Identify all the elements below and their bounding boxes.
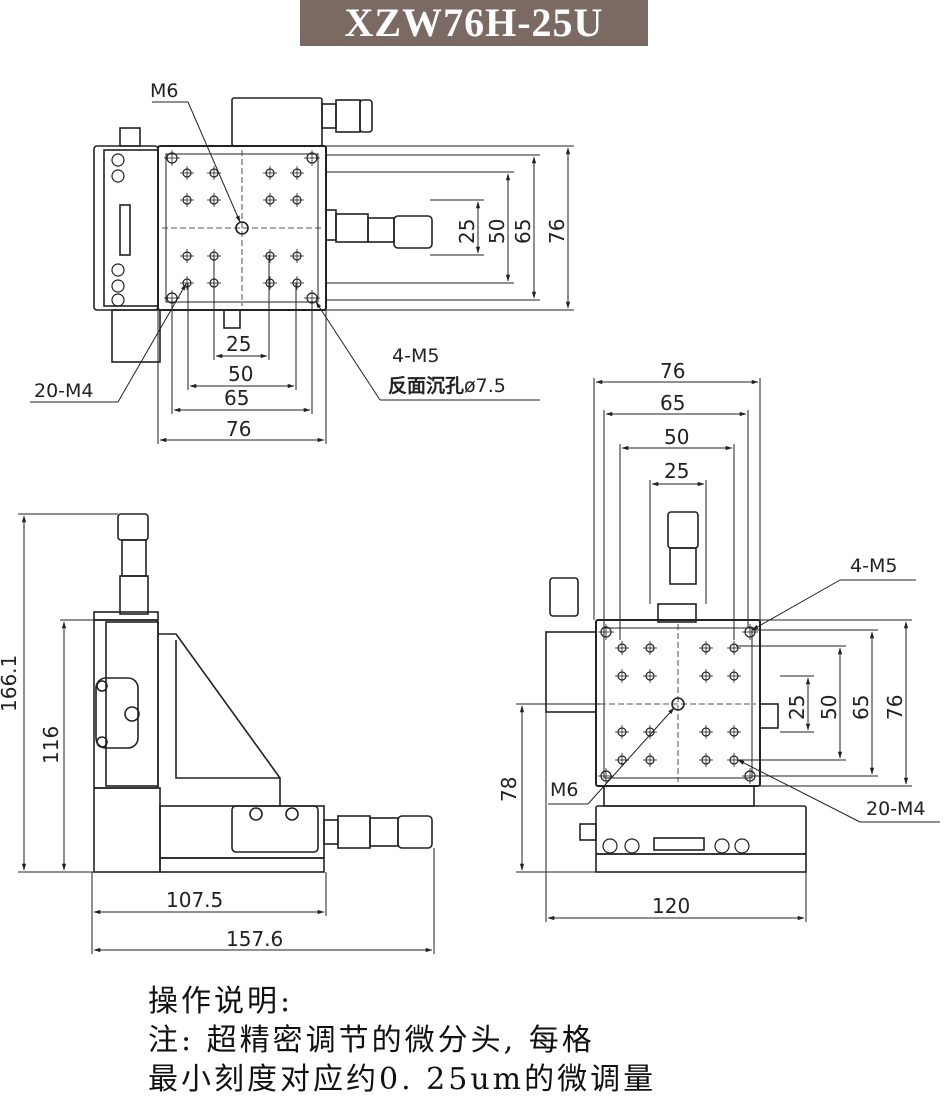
side-v-thimble xyxy=(117,513,149,541)
side-upper-inner xyxy=(105,621,159,787)
front-dim-h-50: 50 xyxy=(664,425,689,449)
front-dim-v-25: 25 xyxy=(785,695,809,720)
top-dim-h-76: 76 xyxy=(226,417,251,441)
front-base-knob xyxy=(579,823,597,841)
front-view xyxy=(516,378,940,922)
front-right-knob xyxy=(759,703,779,729)
side-upper-stage xyxy=(93,619,159,789)
side-h-thimble xyxy=(397,815,433,849)
front-base-slot xyxy=(653,837,705,851)
top-dim-h-65: 65 xyxy=(224,386,249,410)
front-dim-v-65: 65 xyxy=(849,695,873,720)
top-lower-arm xyxy=(111,309,161,363)
top-mic-thimble xyxy=(359,99,373,133)
side-h-barrel xyxy=(369,817,399,847)
notes-line-1: 注: 超精密调节的微分头, 每格 xyxy=(148,1023,595,1058)
side-dim-166: 166.1 xyxy=(0,655,21,712)
front-left-mic xyxy=(549,577,579,617)
top-r-mount xyxy=(325,209,337,241)
top-r-barrel xyxy=(367,217,395,243)
side-lower-stage xyxy=(159,805,325,859)
notes-line-2: 最小刻度对应约0. 25um的微调量 xyxy=(148,1062,657,1097)
operation-notes: 操作说明: 注: 超精密调节的微分头, 每格 最小刻度对应约0. 25um的微调… xyxy=(148,982,656,1099)
top-dim-v-76: 76 xyxy=(545,219,569,244)
side-base xyxy=(159,857,325,873)
top-r-thimble xyxy=(393,215,433,249)
side-lower-left xyxy=(93,787,161,873)
front-left-block xyxy=(545,631,597,713)
top-slot xyxy=(119,204,131,256)
top-dim-h-50: 50 xyxy=(228,362,253,386)
front-base xyxy=(595,853,807,873)
front-dim-h-25: 25 xyxy=(664,459,689,483)
front-dim-h-76: 76 xyxy=(660,359,685,383)
top-housing xyxy=(231,97,323,147)
top-bottom-knob xyxy=(223,309,241,329)
side-dim-116: 116 xyxy=(39,726,63,764)
side-block xyxy=(231,805,319,853)
front-dim-120: 120 xyxy=(652,894,690,918)
side-dim-157: 157.6 xyxy=(226,927,283,951)
front-thimble xyxy=(667,511,699,549)
side-slot-plate xyxy=(95,677,139,749)
top-r-sleeve xyxy=(335,213,369,243)
top-dim-h-25: 25 xyxy=(226,332,251,356)
front-base-block xyxy=(595,805,807,855)
top-label-m6: M6 xyxy=(150,80,178,102)
side-bracket xyxy=(158,633,281,806)
front-dim-v-76: 76 xyxy=(883,695,907,720)
side-h-sleeve xyxy=(337,815,371,849)
top-label-4m5: 4-M5 xyxy=(392,345,439,367)
side-view-labels: 166.1 116 107.5 157.6 xyxy=(0,655,283,951)
top-knob xyxy=(119,127,141,147)
front-mount xyxy=(657,603,697,623)
front-view-labels: 76 65 50 25 25 50 65 76 4-M5 M6 20-M4 78… xyxy=(497,359,926,918)
top-label-counterbore: 反面沉孔ø7.5 xyxy=(388,375,506,397)
top-dim-v-65: 65 xyxy=(511,219,535,244)
front-label-m6: M6 xyxy=(550,779,578,801)
top-view xyxy=(30,97,574,444)
front-mid-plate xyxy=(603,785,755,807)
title-banner: XZW76H-25U xyxy=(300,0,648,46)
front-dim-78: 78 xyxy=(497,777,521,802)
side-v-barrel xyxy=(121,539,147,577)
top-dim-v-25: 25 xyxy=(455,219,479,244)
side-v-sleeve xyxy=(119,575,149,615)
side-h-mount xyxy=(323,819,339,845)
side-view xyxy=(18,513,435,954)
front-barrel xyxy=(669,547,697,585)
front-dim-h-65: 65 xyxy=(660,391,685,415)
top-mic-barrel xyxy=(335,99,361,133)
top-dim-v-50: 50 xyxy=(485,219,509,244)
front-label-20m4: 20-M4 xyxy=(866,798,926,820)
top-mic-sleeve-a xyxy=(321,103,337,129)
top-view-labels: M6 20-M4 4-M5 反面沉孔ø7.5 25 50 65 76 25 50… xyxy=(34,80,569,441)
front-label-4m5: 4-M5 xyxy=(850,555,897,577)
notes-heading: 操作说明: xyxy=(148,984,294,1019)
front-dim-v-50: 50 xyxy=(817,695,841,720)
side-dim-107: 107.5 xyxy=(166,888,223,912)
top-label-20m4: 20-M4 xyxy=(34,380,94,402)
